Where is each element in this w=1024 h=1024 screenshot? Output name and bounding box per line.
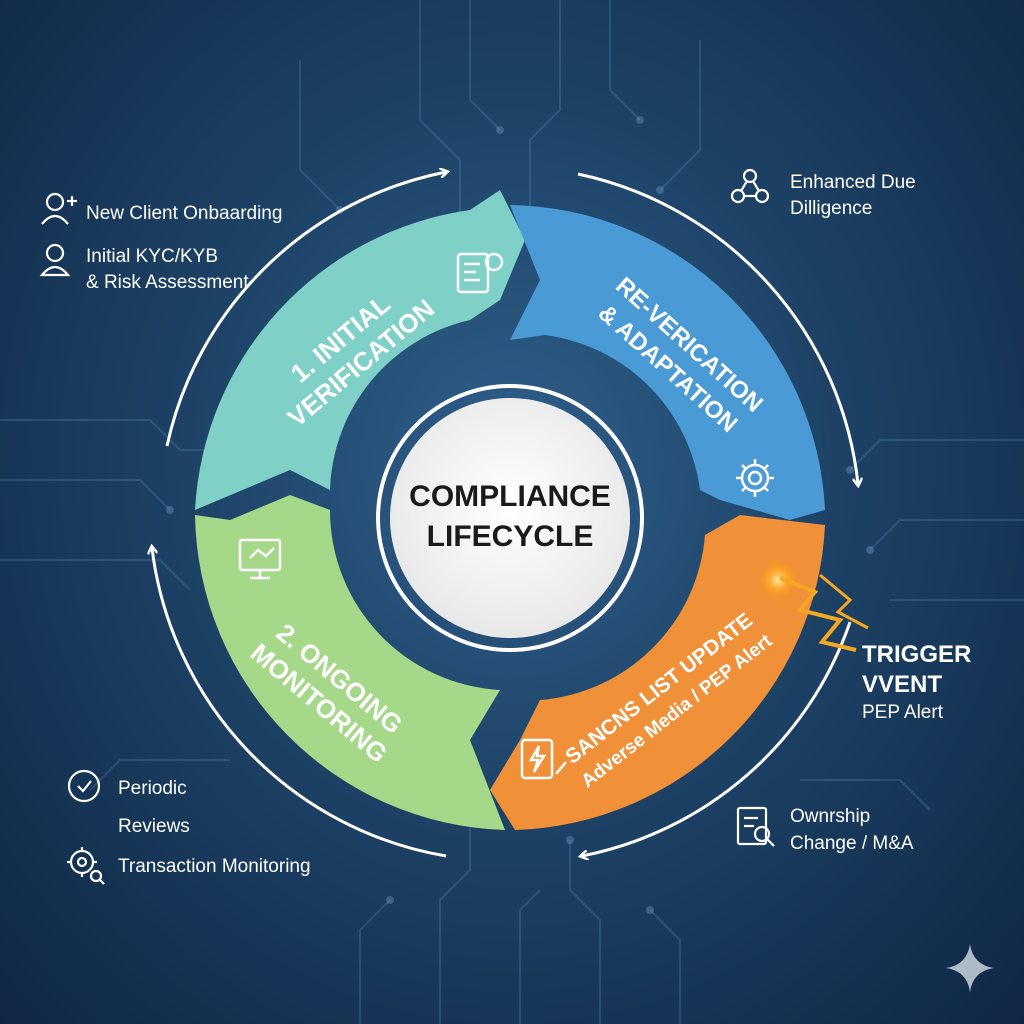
user-add-icon <box>41 192 77 225</box>
gear-search-icon <box>67 847 105 885</box>
network-icon <box>730 168 770 204</box>
ownership-label-line1: Ownrship <box>790 806 870 827</box>
segment-sanctions <box>490 515 825 830</box>
document-icon <box>456 252 504 294</box>
center-ring <box>376 384 644 652</box>
kyc-label-line2: & Risk Assessment <box>86 272 249 293</box>
periodic-label-line1: Periodic <box>118 778 187 799</box>
onboarding-label: New Client Onbaarding <box>86 203 282 224</box>
segment-ongoing-monitoring <box>195 495 505 830</box>
clock-check-icon <box>67 769 101 803</box>
trigger-title-line2: VVENT <box>862 671 942 698</box>
user-icon <box>39 243 71 277</box>
monitor-icon <box>238 538 282 580</box>
outer-cycle-arrows <box>152 172 858 856</box>
trigger-subtitle: PEP Alert <box>862 702 944 723</box>
lightning-bolt-icon <box>779 576 857 652</box>
arc-arrow-bottom-right <box>582 621 852 856</box>
edd-label-line2: Dilligence <box>790 198 872 219</box>
edd-label-line1: Enhanced Due <box>790 172 916 193</box>
periodic-label-line2: Reviews <box>118 816 190 837</box>
trigger-glow <box>756 558 800 602</box>
transaction-label: Transaction Monitoring <box>118 856 311 877</box>
trigger-title-line1: TRIGGER <box>862 641 971 668</box>
center-title-line2: LIFECYCLE <box>427 520 594 553</box>
segment-initial-verification <box>195 190 525 510</box>
lightning-bolt-icon-2 <box>819 573 869 630</box>
arc-arrow-top-right <box>577 172 858 484</box>
center-circle <box>390 398 630 638</box>
sparkle-icon <box>946 944 994 992</box>
document-search-icon <box>736 806 775 847</box>
arc-arrow-top-left <box>165 172 446 447</box>
kyc-label-line1: Initial KYC/KYB <box>86 246 218 267</box>
gear-icon <box>736 459 774 497</box>
ownership-label-line2: Change / M&A <box>790 833 914 854</box>
lightning-doc-icon <box>520 738 567 780</box>
center-title-line1: COMPLIANCE <box>409 480 611 513</box>
arc-arrow-bottom-left <box>152 548 447 858</box>
segment-reverification <box>510 205 825 520</box>
